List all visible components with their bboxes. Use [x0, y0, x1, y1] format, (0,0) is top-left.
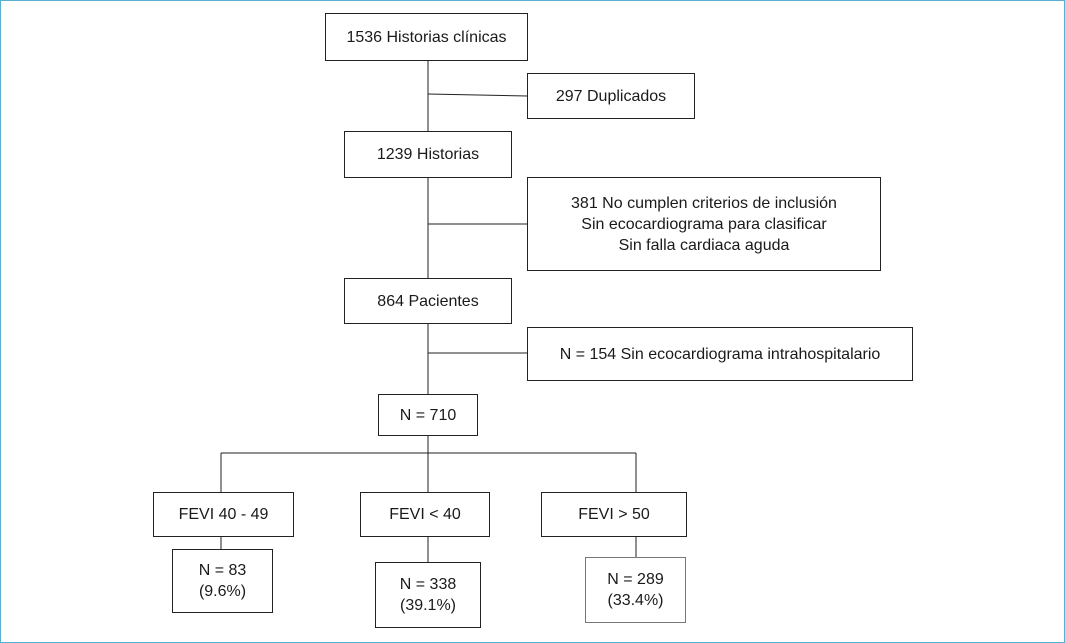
box-1239-historias: 1239 Historias — [344, 131, 512, 178]
label-n-289-count: N = 289 — [607, 571, 664, 588]
exclusion-line-1: 381 No cumplen criterios de inclusión — [571, 194, 837, 212]
label-fevi-lt-40: FEVI < 40 — [389, 506, 461, 523]
box-1536-historias-clinicas: 1536 Historias clínicas — [325, 13, 528, 61]
exclusion-line-2: Sin ecocardiograma para clasificar — [581, 215, 827, 233]
exclusion-line-3: Sin falla cardiaca aguda — [618, 236, 790, 254]
label-864-pacientes: 864 Pacientes — [377, 292, 479, 310]
box-fevi-lt-40: FEVI < 40 — [360, 492, 490, 537]
box-n-83: N = 83 (9.6%) — [172, 549, 273, 613]
box-sin-ecocardiograma: N = 154 Sin ecocardiograma intrahospital… — [527, 327, 913, 381]
branch-duplicados — [427, 93, 528, 97]
label-n-289-pct: (33.4%) — [607, 592, 664, 609]
label-1536-historias-clinicas: 1536 Historias clínicas — [346, 28, 507, 46]
label-fevi-40-49: FEVI 40 - 49 — [178, 506, 269, 523]
box-n-338: N = 338 (39.1%) — [375, 562, 481, 628]
label-297-duplicados: 297 Duplicados — [555, 87, 667, 105]
label-1239-historias: 1239 Historias — [376, 146, 480, 163]
label-n-83-pct: (9.6%) — [198, 583, 247, 600]
box-fevi-40-49: FEVI 40 - 49 — [153, 492, 294, 537]
box-n-710: N = 710 — [378, 394, 478, 436]
label-fevi-gt-50: FEVI > 50 — [578, 506, 650, 523]
box-297-duplicados: 297 Duplicados — [527, 73, 695, 119]
label-n-338-pct: (39.1%) — [399, 597, 457, 614]
label-sin-ecocardiograma: N = 154 Sin ecocardiograma intrahospital… — [559, 345, 881, 363]
label-n-338-count: N = 338 — [399, 576, 457, 593]
box-exclusion-criteria: 381 No cumplen criterios de inclusión Si… — [527, 177, 881, 271]
box-n-289: N = 289 (33.4%) — [585, 557, 686, 623]
box-864-pacientes: 864 Pacientes — [344, 278, 512, 324]
label-n-710: N = 710 — [399, 406, 457, 424]
label-n-83-count: N = 83 — [198, 562, 247, 579]
box-fevi-gt-50: FEVI > 50 — [541, 492, 687, 537]
